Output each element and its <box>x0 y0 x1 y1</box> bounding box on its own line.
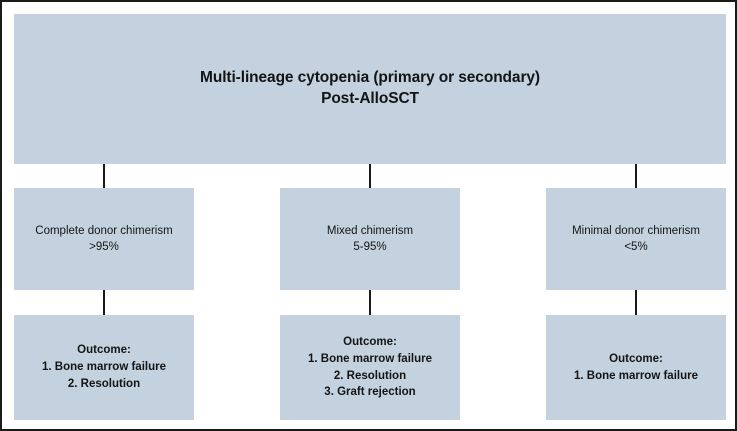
connector-branch-3-to-outcome-3 <box>635 290 637 315</box>
node-root-diagnosis: Multi-lineage cytopenia (primary or seco… <box>14 14 726 164</box>
connector-root-to-branch-2 <box>369 164 371 188</box>
node-outcome-label-3: Outcome: 1. Bone marrow failure <box>574 352 698 382</box>
node-outcome-complete-donor-chimerism: Outcome: 1. Bone marrow failure 2. Resol… <box>14 315 194 420</box>
connector-branch-2-to-outcome-2 <box>369 290 371 315</box>
node-condition-label-2: Mixed chimerism 5-95% <box>326 224 414 253</box>
node-condition-minimal-donor-chimerism: Minimal donor chimerism <5% <box>546 188 726 290</box>
connector-root-to-branch-1 <box>103 164 105 188</box>
node-condition-complete-donor-chimerism: Complete donor chimerism >95% <box>14 188 194 290</box>
node-outcome-label-2: Outcome: 1. Bone marrow failure 2. Resol… <box>308 336 432 399</box>
node-outcome-label-1: Outcome: 1. Bone marrow failure 2. Resol… <box>42 344 166 390</box>
node-root-label: Multi-lineage cytopenia (primary or seco… <box>200 69 540 107</box>
node-outcome-mixed-chimerism: Outcome: 1. Bone marrow failure 2. Resol… <box>280 315 460 420</box>
node-condition-mixed-chimerism: Mixed chimerism 5-95% <box>280 188 460 290</box>
node-condition-label-1: Complete donor chimerism >95% <box>35 224 173 253</box>
node-condition-label-3: Minimal donor chimerism <5% <box>572 224 700 253</box>
connector-branch-1-to-outcome-1 <box>103 290 105 315</box>
node-outcome-minimal-donor-chimerism: Outcome: 1. Bone marrow failure <box>546 315 726 420</box>
connector-root-to-branch-3 <box>635 164 637 188</box>
